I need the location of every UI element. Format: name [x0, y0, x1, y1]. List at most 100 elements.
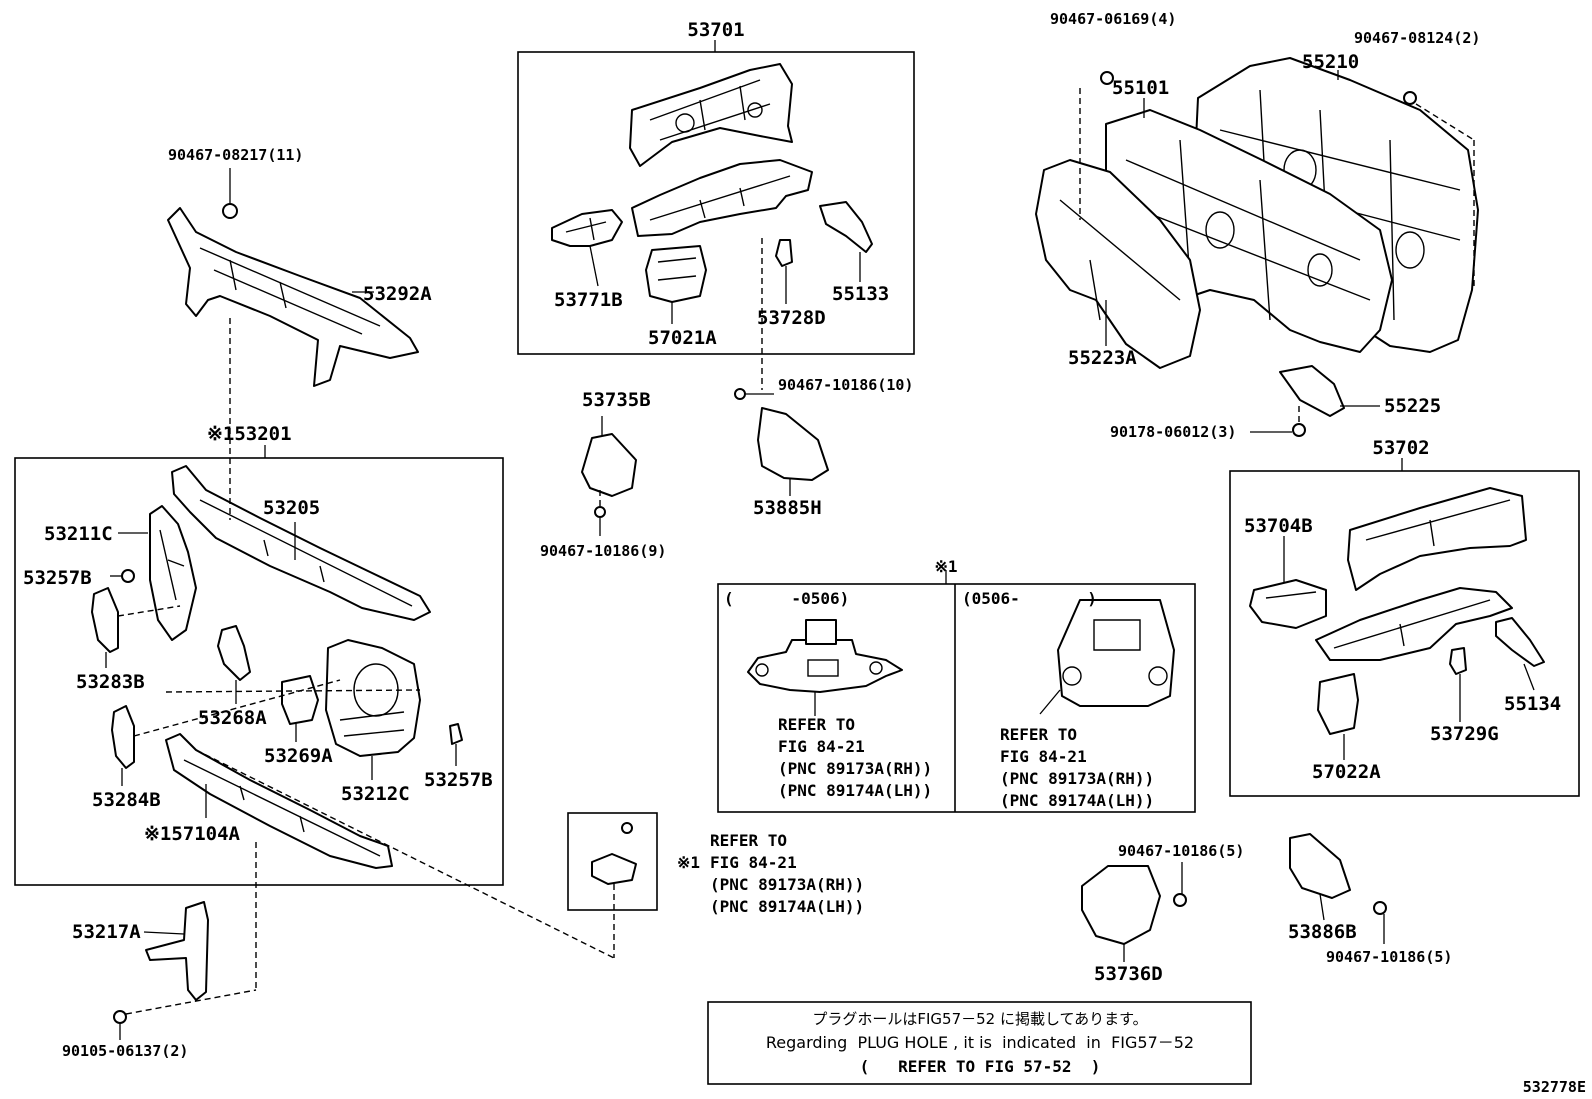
label-57104A: ※157104A [144, 823, 241, 845]
label-53257B-right: 53257B [424, 769, 493, 791]
part-53735B [581, 433, 637, 518]
label-53269A: 53269A [264, 745, 333, 767]
label-53257B-left: 53257B [23, 567, 92, 589]
label-90467-10186-5a: 90467-10186(5) [1118, 842, 1244, 860]
label-53292A: 53292A [363, 283, 432, 305]
label-90467-08217: 90467-08217(11) [168, 146, 303, 164]
label-55133: 55133 [832, 283, 889, 305]
note-refer: ( REFER TO FIG 57-52 ) [860, 1057, 1101, 1076]
part-55134 [1495, 617, 1545, 667]
leader-lines [105, 40, 1535, 1040]
detail-box-mark: ※1 [934, 557, 957, 576]
detail-left-fig: FIG 84-21 [778, 737, 865, 756]
part-53257B-right-clip [449, 723, 463, 745]
detail-right-refer-to: REFER TO [1000, 725, 1077, 744]
part-53205 [171, 465, 431, 621]
detail-left-pnc-rh: (PNC 89173A(RH)) [778, 759, 932, 778]
small-ref-fig: FIG 84-21 [710, 853, 797, 872]
part-57021A [645, 245, 707, 303]
small-ref-mark: ※1 [677, 853, 700, 872]
part-57022A [1317, 673, 1359, 735]
label-53704B: 53704B [1244, 515, 1313, 537]
part-53771B [551, 209, 623, 247]
label-53702: 53702 [1372, 437, 1429, 459]
detail-box [717, 583, 1196, 813]
dashed-connector-lines [117, 88, 1475, 1015]
part-55223A [1035, 159, 1201, 369]
part-53704B [1249, 579, 1327, 629]
diagram-id: 532778E [1523, 1078, 1586, 1096]
part-53701-fender-apron-lower [631, 159, 813, 237]
label-53736D: 53736D [1094, 963, 1163, 985]
part-53886B [1289, 833, 1351, 899]
part-53269A [281, 675, 319, 725]
note-box [707, 1001, 1252, 1085]
group-box-53701 [517, 51, 915, 355]
part-53212C [325, 639, 421, 757]
part-53736D [1081, 865, 1161, 945]
fastener-90467-06169 [1100, 71, 1114, 85]
label-53212C: 53212C [341, 783, 410, 805]
detail-right-pnc-rh: (PNC 89173A(RH)) [1000, 769, 1154, 788]
detail-box-right-header: (0506- ) [962, 589, 1097, 608]
note-english: Regarding PLUG HOLE , it is indicated in… [766, 1033, 1194, 1052]
label-90178-06012: 90178-06012(3) [1110, 423, 1236, 441]
label-57021A: 57021A [648, 327, 717, 349]
label-90467-06169: 90467-06169(4) [1050, 10, 1176, 28]
label-53284B: 53284B [92, 789, 161, 811]
part-90105-06137-bolt [113, 1010, 127, 1024]
small-ref-refer-to: REFER TO [710, 831, 787, 850]
fastener-90467-08124 [1403, 91, 1417, 105]
group-box-53702 [1229, 470, 1580, 797]
label-53701: 53701 [687, 19, 744, 41]
small-ref-pnc-lh: (PNC 89174A(LH)) [710, 897, 864, 916]
small-ref-box [567, 812, 658, 911]
detail-left-sensor [747, 619, 903, 693]
label-55101: 55101 [1112, 77, 1169, 99]
part-53257B-left-clip [121, 569, 135, 583]
detail-left-refer-to: REFER TO [778, 715, 855, 734]
detail-right-fig: FIG 84-21 [1000, 747, 1087, 766]
note-japanese: プラグホールはFIG57－52 に掲載してあります。 [812, 1010, 1147, 1028]
detail-box-left-header: ( -0506) [724, 589, 849, 608]
label-53735B: 53735B [582, 389, 651, 411]
label-90467-10186-10: 90467-10186(10) [778, 376, 913, 394]
label-53283B: 53283B [76, 671, 145, 693]
label-55210: 55210 [1302, 51, 1359, 73]
label-55223A: 55223A [1068, 347, 1137, 369]
part-53728D [775, 239, 793, 267]
part-53283B [91, 587, 119, 653]
fastener-90467-10186-5b [1373, 901, 1387, 915]
detail-left-pnc-lh: (PNC 89174A(LH)) [778, 781, 932, 800]
label-55134: 55134 [1504, 693, 1561, 715]
label-53885H: 53885H [753, 497, 822, 519]
part-53211C [149, 505, 197, 641]
detail-right-sensor [1057, 599, 1175, 707]
part-53702-apron-lower [1315, 587, 1513, 661]
part-53701-fender-apron-upper [629, 63, 793, 167]
label-53217A: 53217A [72, 921, 141, 943]
detail-right-pnc-lh: (PNC 89174A(LH)) [1000, 791, 1154, 810]
label-90467-08124: 90467-08124(2) [1354, 29, 1480, 47]
part-53284B [111, 705, 135, 769]
label-53728D: 53728D [757, 307, 826, 329]
label-53205: 53205 [263, 497, 320, 519]
label-53886B: 53886B [1288, 921, 1357, 943]
part-53217A [145, 901, 209, 1001]
label-53211C: 53211C [44, 523, 113, 545]
label-53201: ※153201 [207, 423, 292, 445]
part-53702-apron-upper [1347, 487, 1527, 591]
label-53268A: 53268A [198, 707, 267, 729]
part-55225 [1279, 365, 1345, 417]
fastener-90467-10186-5a [1173, 893, 1187, 907]
label-90467-10186-5b: 90467-10186(5) [1326, 948, 1452, 966]
part-55133 [819, 201, 873, 253]
label-90105-06137: 90105-06137(2) [62, 1042, 188, 1060]
label-90467-10186-9: 90467-10186(9) [540, 542, 666, 560]
label-53771B: 53771B [554, 289, 623, 311]
group-box-53201 [14, 457, 504, 886]
part-53729G [1449, 647, 1467, 675]
part-53885H [734, 388, 829, 481]
small-ref-pnc-rh: (PNC 89173A(RH)) [710, 875, 864, 894]
